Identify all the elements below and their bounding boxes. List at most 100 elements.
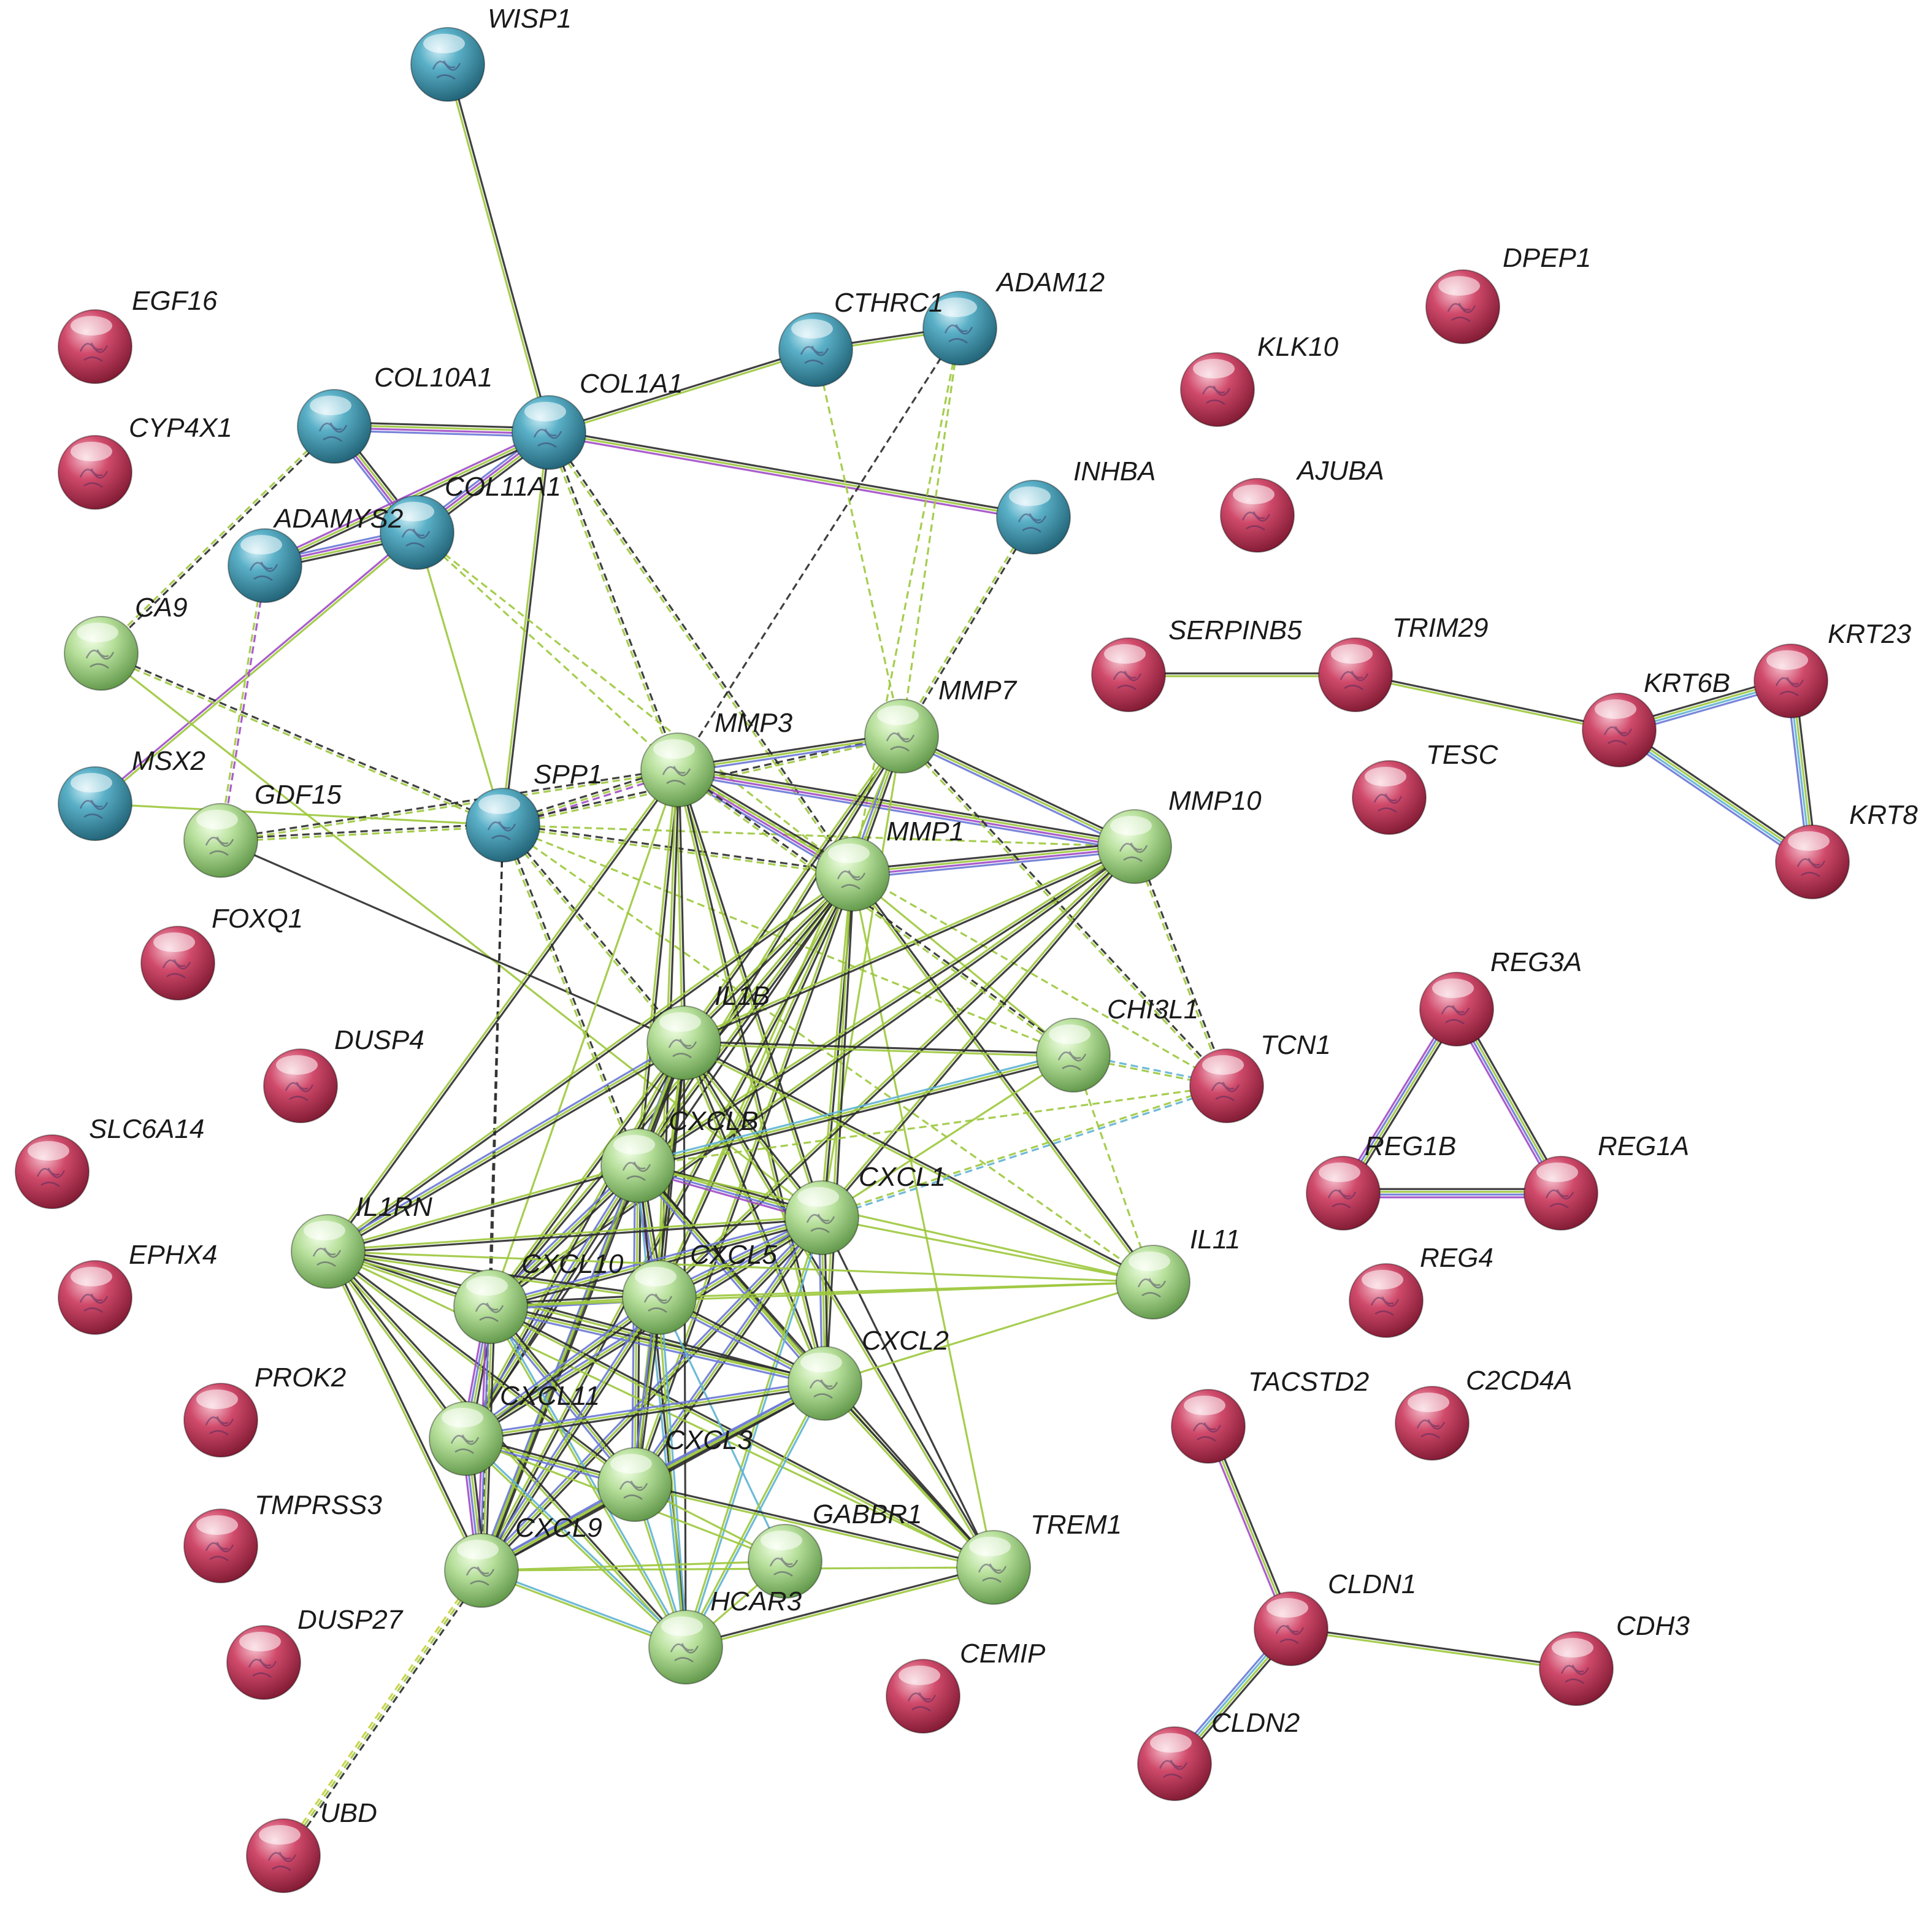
node-mmp10[interactable]: MMP10 <box>1097 786 1262 884</box>
node-label: EPHX4 <box>129 1240 217 1270</box>
node-highlight <box>635 1267 677 1286</box>
node-egf16[interactable]: EGF16 <box>58 286 218 384</box>
node-cxcl1[interactable]: CXCL1 <box>784 1162 946 1255</box>
node-tmprss3[interactable]: TMPRSS3 <box>183 1490 382 1583</box>
node-col11a1[interactable]: COL11A1 <box>380 472 561 570</box>
node-highlight <box>935 298 977 317</box>
node-serpinb5[interactable]: SERPINB5 <box>1091 615 1302 712</box>
node-il1b[interactable]: IL1B <box>646 981 770 1080</box>
edge-line <box>659 1281 1154 1299</box>
node-ca9[interactable]: CA9 <box>64 593 188 691</box>
edge-line <box>220 767 678 840</box>
node-ajuba[interactable]: AJUBA <box>1220 456 1384 553</box>
node-mmp7[interactable]: MMP7 <box>864 675 1018 774</box>
node-cxcl11[interactable]: CXCL11 <box>429 1381 600 1476</box>
node-reg1a[interactable]: REG1A <box>1524 1131 1689 1231</box>
node-cxcl2[interactable]: CXCL2 <box>788 1326 949 1421</box>
node-dpep1[interactable]: DPEP1 <box>1425 243 1591 344</box>
node-label: TACSTD2 <box>1248 1367 1369 1397</box>
node-highlight <box>1202 1055 1244 1075</box>
edge-line <box>466 1296 660 1440</box>
node-krt8[interactable]: KRT8 <box>1775 800 1918 899</box>
node-cxcl9[interactable]: CXCL9 <box>444 1513 602 1608</box>
node-il11[interactable]: IL11 <box>1116 1224 1240 1320</box>
node-dusp27[interactable]: DUSP27 <box>226 1605 404 1700</box>
node-gdf15[interactable]: GDF15 <box>183 780 342 878</box>
edge-col11a1-mmp3 <box>416 531 679 771</box>
node-hcar3[interactable]: HCAR3 <box>648 1586 802 1685</box>
node-adam12[interactable]: ADAM12 <box>922 267 1105 366</box>
protein-structure-icon <box>248 1658 277 1678</box>
edge-line <box>101 651 504 825</box>
node-reg3a[interactable]: REG3A <box>1419 947 1582 1047</box>
node-tesc[interactable]: TESC <box>1352 740 1499 835</box>
node-highlight <box>1552 1638 1593 1658</box>
protein-structure-icon <box>1057 1051 1087 1071</box>
node-highlight <box>28 1141 69 1161</box>
node-reg4[interactable]: REG4 <box>1349 1243 1493 1338</box>
node-prok2[interactable]: PROK2 <box>183 1362 346 1458</box>
edge-line <box>1355 675 1619 732</box>
node-reg1b[interactable]: REG1B <box>1306 1131 1456 1231</box>
node-dusp4[interactable]: DUSP4 <box>263 1025 424 1123</box>
edge-line <box>489 1305 636 1486</box>
edge-cxcl8-il1rn <box>327 1163 639 1254</box>
node-il1rn[interactable]: IL1RN <box>291 1192 432 1289</box>
node-cldn1[interactable]: CLDN1 <box>1254 1569 1416 1666</box>
node-tacstd2[interactable]: TACSTD2 <box>1171 1367 1369 1464</box>
node-mmp3[interactable]: MMP3 <box>640 708 793 807</box>
node-highlight <box>653 739 695 759</box>
node-cxcl10[interactable]: CXCL10 <box>453 1249 624 1344</box>
edge-chi3l1-cxcl1 <box>821 1054 1074 1219</box>
node-highlight <box>1129 1251 1170 1271</box>
edge-line <box>491 1043 686 1309</box>
node-cemip[interactable]: CEMIP <box>886 1639 1046 1734</box>
node-msx2[interactable]: MSX2 <box>58 746 205 841</box>
edge-mmp1-il1rn <box>326 872 854 1254</box>
node-tcn1[interactable]: TCN1 <box>1189 1030 1331 1123</box>
node-cthrc1[interactable]: CTHRC1 <box>778 288 943 387</box>
node-label: DPEP1 <box>1503 243 1591 273</box>
node-krt6b[interactable]: KRT6B <box>1582 668 1730 767</box>
node-trem1[interactable]: TREM1 <box>956 1510 1122 1605</box>
edge-line <box>820 845 1135 1218</box>
edge-line <box>328 770 680 1253</box>
node-inhba[interactable]: INHBA <box>996 456 1156 555</box>
node-krt23[interactable]: KRT23 <box>1754 619 1912 718</box>
node-label: COL10A1 <box>374 363 493 393</box>
node-foxq1[interactable]: FOXQ1 <box>140 904 303 1001</box>
node-wisp1[interactable]: WISP1 <box>410 4 572 102</box>
node-highlight <box>1438 276 1480 296</box>
edge-line <box>328 1250 469 1439</box>
node-chi3l1[interactable]: CHI3L1 <box>1036 994 1198 1093</box>
node-spp1[interactable]: SPP1 <box>466 759 603 863</box>
protein-structure-icon <box>1018 513 1047 533</box>
protein-structure-icon <box>249 561 278 582</box>
node-highlight <box>800 1353 842 1372</box>
node-gabbr1[interactable]: GABBR1 <box>748 1499 922 1599</box>
node-c2cd4a[interactable]: C2CD4A <box>1395 1366 1573 1461</box>
node-slc6a14[interactable]: SLC6A14 <box>15 1114 204 1209</box>
node-label: CXCL5 <box>690 1240 777 1270</box>
node-col10a1[interactable]: COL10A1 <box>297 363 493 464</box>
node-trim29[interactable]: TRIM29 <box>1318 613 1488 712</box>
node-klk10[interactable]: KLK10 <box>1180 332 1339 427</box>
protein-structure-icon <box>1447 302 1476 323</box>
edge-line <box>326 1039 683 1250</box>
node-cxcl5[interactable]: CXCL5 <box>622 1240 777 1335</box>
node-mmp1[interactable]: MMP1 <box>815 817 964 912</box>
node-cxcl3[interactable]: CXCL3 <box>597 1425 753 1522</box>
node-cxcl8[interactable]: CXCLB <box>600 1106 759 1203</box>
node-cyp4x1[interactable]: CYP4X1 <box>58 413 232 510</box>
node-label: CXCLB <box>669 1106 759 1136</box>
node-cdh3[interactable]: CDH3 <box>1539 1611 1690 1706</box>
node-ubd[interactable]: UBD <box>246 1798 377 1893</box>
node-label: CEMIP <box>960 1639 1046 1669</box>
protein-structure-icon <box>450 1434 480 1455</box>
node-cldn2[interactable]: CLDN2 <box>1137 1708 1300 1801</box>
node-label: CXCL11 <box>500 1381 600 1411</box>
node-ephx4[interactable]: EPHX4 <box>58 1240 217 1335</box>
node-adamts2[interactable]: ADAMYS2 <box>228 504 403 603</box>
node-col1a1[interactable]: COL1A1 <box>512 369 683 470</box>
